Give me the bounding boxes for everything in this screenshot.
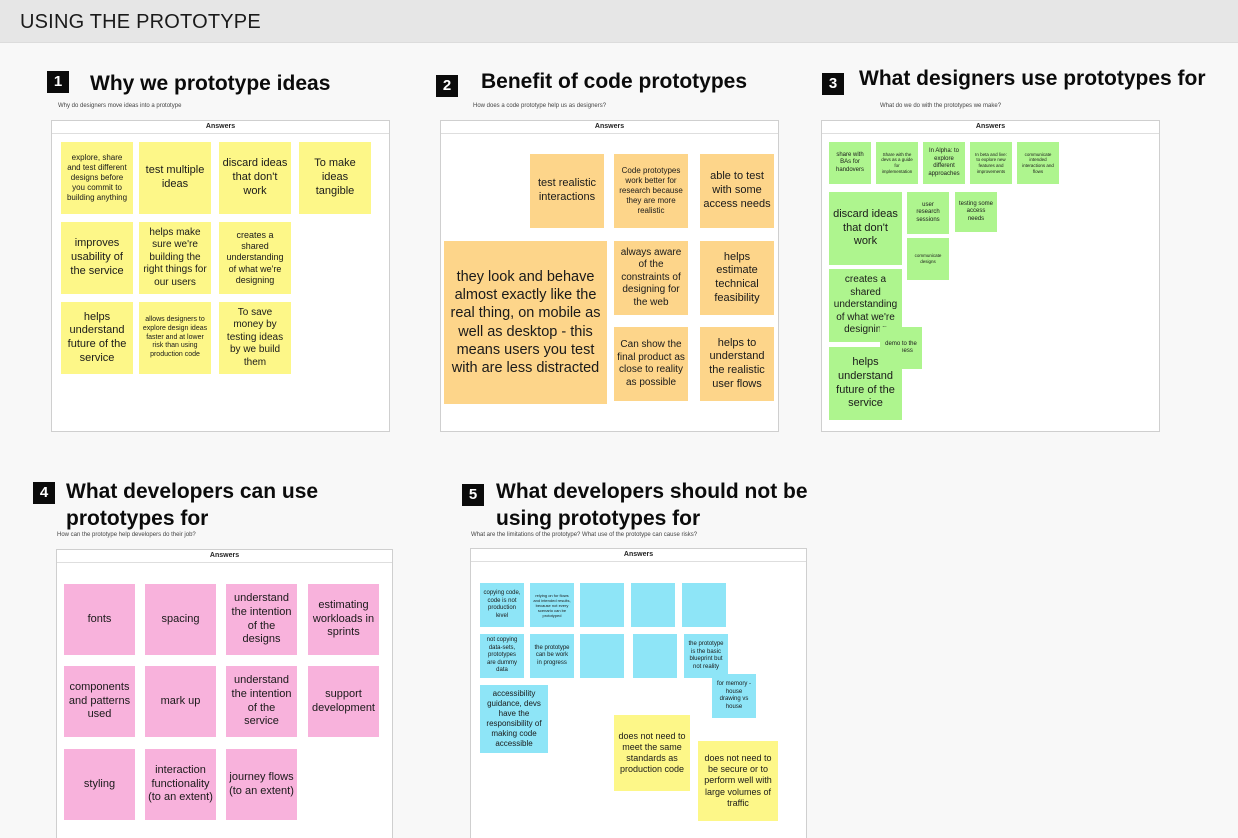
sticky-note[interactable]: To make ideas tangible [299, 142, 371, 214]
sticky-note[interactable]: helps to understand the realistic user f… [700, 327, 774, 401]
sticky-note[interactable]: allows designers to explore design ideas… [139, 302, 211, 374]
section-3-number: 3 [822, 73, 844, 95]
answers-header: Answers [471, 549, 806, 562]
sticky-note[interactable]: test realistic interactions [530, 154, 604, 228]
section-3-title: What designers use prototypes for [859, 67, 1206, 90]
sticky-note[interactable]: fonts [64, 584, 135, 655]
sticky-note-empty[interactable] [580, 583, 624, 627]
section-3-subtitle: What do we do with the prototypes we mak… [880, 103, 1002, 109]
answers-header: Answers [52, 121, 389, 134]
section-4-title: What developers can use prototypes for [66, 480, 319, 530]
sticky-note[interactable]: share with BAs for handovers [829, 142, 871, 184]
sticky-note[interactable]: test multiple ideas [139, 142, 211, 214]
section-1-title: Why we prototype ideas [90, 72, 331, 95]
sticky-note[interactable]: components and patterns used [64, 666, 135, 737]
sticky-note[interactable]: journey flows (to an extent) [226, 749, 297, 820]
answers-header: Answers [822, 121, 1159, 134]
sticky-note[interactable]: the prototype can be work in progress [530, 634, 574, 678]
sticky-note[interactable]: helps make sure we're building the right… [139, 222, 211, 294]
section-1-subtitle: Why do designers move ideas into a proto… [58, 103, 182, 109]
sticky-note-empty[interactable] [631, 583, 675, 627]
sticky-note[interactable]: support development [308, 666, 379, 737]
sticky-note[interactable]: discard ideas that don't work [829, 192, 902, 265]
sticky-note[interactable]: spacing [145, 584, 216, 655]
sticky-note[interactable]: communicate intended interactions and fl… [1017, 142, 1059, 184]
answers-header: Answers [441, 121, 778, 134]
sticky-note[interactable]: Share with the devs as a guide for imple… [876, 142, 918, 184]
sticky-note[interactable]: In Alpha: to explore different approache… [923, 142, 965, 184]
sticky-note[interactable]: understand the intention of the service [226, 666, 297, 737]
sticky-note[interactable]: helps understand future of the service [829, 347, 902, 420]
section-5-number: 5 [462, 484, 484, 506]
section-5-title: What developers should not be using prot… [496, 480, 808, 530]
section-1-number: 1 [47, 71, 69, 93]
sticky-note[interactable]: creates a shared understanding of what w… [219, 222, 291, 294]
sticky-note[interactable]: In beta and live: to explore new feature… [970, 142, 1012, 184]
sticky-note[interactable]: copying code, code is not production lev… [480, 583, 524, 627]
sticky-note[interactable]: does not need to be secure or to perform… [698, 741, 778, 821]
sticky-note[interactable]: user research sessions [907, 192, 949, 234]
section-2-title: Benefit of code prototypes [481, 70, 748, 93]
sticky-note[interactable]: Can show the final product as close to r… [614, 327, 688, 401]
sticky-note[interactable]: estimating workloads in sprints [308, 584, 379, 655]
sticky-note[interactable]: improves usability of the service [61, 222, 133, 294]
sticky-note[interactable]: always aware of the constraints of desig… [614, 241, 688, 315]
section-4-number: 4 [33, 482, 55, 504]
sticky-note[interactable]: interaction functionality (to an extent) [145, 749, 216, 820]
sticky-note[interactable]: relying on for flows and intended result… [530, 583, 574, 627]
section-4-subtitle: How can the prototype help developers do… [57, 532, 196, 538]
sticky-note[interactable]: To save money by testing ideas by we bui… [219, 302, 291, 374]
sticky-note[interactable]: does not need to meet the same standards… [614, 715, 690, 791]
sticky-note[interactable]: accessibility guidance, devs have the re… [480, 685, 548, 753]
sticky-note[interactable]: helps understand future of the service [61, 302, 133, 374]
sticky-note-empty[interactable] [633, 634, 677, 678]
sticky-note[interactable]: communicate designs [907, 238, 949, 280]
sticky-note[interactable]: not copying data-sets, prototypes are du… [480, 634, 524, 678]
answers-header: Answers [57, 550, 392, 563]
sticky-note[interactable]: styling [64, 749, 135, 820]
sticky-note[interactable]: able to test with some access needs [700, 154, 774, 228]
sticky-note[interactable]: testing some access needs [955, 192, 997, 232]
section-2-subtitle: How does a code prototype help us as des… [473, 103, 607, 109]
sticky-note[interactable]: they look and behave almost exactly like… [444, 241, 607, 404]
sticky-note[interactable]: Code prototypes work better for research… [614, 154, 688, 228]
sticky-note[interactable]: helps estimate technical feasibility [700, 241, 774, 315]
page-title: USING THE PROTOTYPE [20, 11, 261, 33]
sticky-note-empty[interactable] [580, 634, 624, 678]
sticky-note[interactable]: discard ideas that don't work [219, 142, 291, 214]
sticky-note[interactable]: for memory - house drawing vs house [712, 674, 756, 718]
sticky-note[interactable]: explore, share and test different design… [61, 142, 133, 214]
section-2-number: 2 [436, 75, 458, 97]
sticky-note-empty[interactable] [682, 583, 726, 627]
sticky-note[interactable]: the prototype is the basic blueprint but… [684, 634, 728, 678]
board-header: USING THE PROTOTYPE [0, 0, 1238, 43]
sticky-note[interactable]: mark up [145, 666, 216, 737]
section-5-subtitle: What are the limitations of the prototyp… [471, 532, 698, 538]
sticky-note[interactable]: understand the intention of the designs [226, 584, 297, 655]
